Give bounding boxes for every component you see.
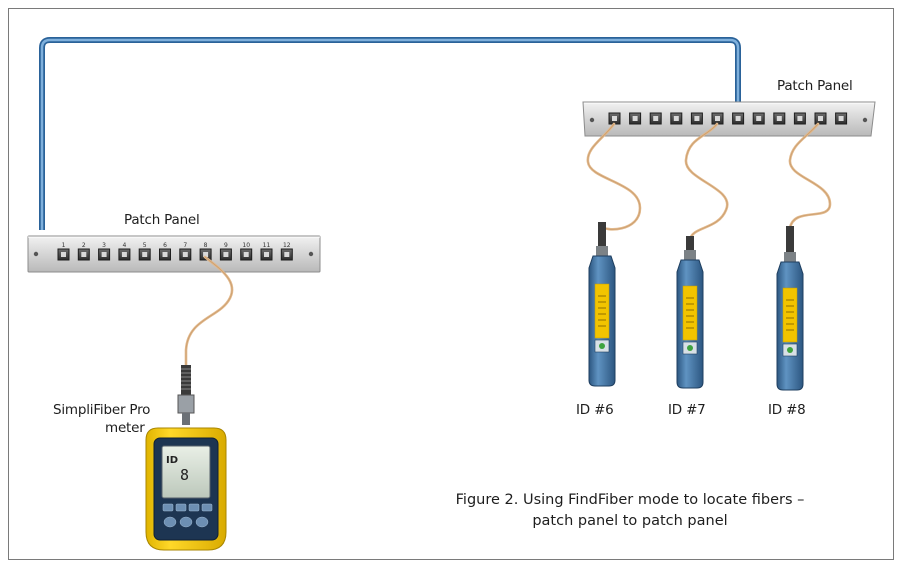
port-number-11: 11	[263, 242, 271, 249]
fiber-cord-id6	[586, 122, 642, 231]
remote-id6	[588, 222, 616, 387]
figure-caption: Figure 2. Using FindFiber mode to locate…	[410, 490, 850, 532]
meter-screen-label: ID	[166, 455, 178, 466]
right-patch-panel	[582, 101, 876, 137]
meter-label-line1: SimpliFiber Pro	[53, 402, 151, 418]
port-number-9: 9	[224, 242, 228, 249]
remote-id7	[676, 236, 704, 389]
port-number-1: 1	[62, 242, 66, 249]
port-number-7: 7	[183, 242, 187, 249]
port-number-8: 8	[204, 242, 208, 249]
port-number-6: 6	[163, 242, 167, 249]
port-number-2: 2	[82, 242, 86, 249]
caption-line1: Figure 2. Using FindFiber mode to locate…	[455, 492, 805, 508]
port-number-4: 4	[122, 242, 126, 249]
left-patch-panel-label: Patch Panel	[124, 212, 200, 228]
caption-line2: patch panel to patch panel	[532, 513, 728, 529]
meter-label-line2: meter	[105, 420, 145, 436]
port-number-5: 5	[143, 242, 147, 249]
right-patch-panel-label: Patch Panel	[777, 78, 853, 94]
id6-label: ID #6	[576, 402, 614, 418]
port-number-10: 10	[242, 242, 250, 249]
meter-screen-value: 8	[180, 466, 189, 484]
id7-label: ID #7	[668, 402, 706, 418]
fiber-cord-id7	[684, 122, 729, 242]
port-number-3: 3	[102, 242, 106, 249]
port-number-12: 12	[283, 242, 291, 249]
meter-connector	[177, 365, 195, 425]
remote-id8	[776, 226, 804, 391]
simplifiber-meter: ID 8	[145, 427, 227, 551]
id8-label: ID #8	[768, 402, 806, 418]
